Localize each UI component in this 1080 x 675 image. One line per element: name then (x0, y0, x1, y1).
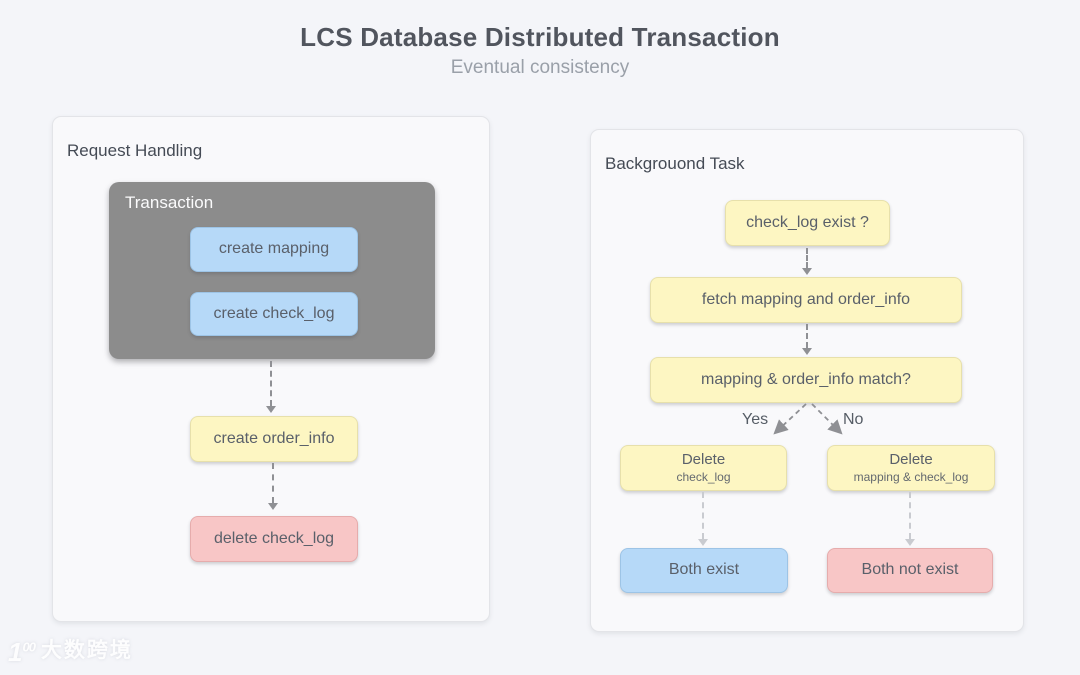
node-both-not-exist: Both not exist (827, 548, 993, 593)
delete-right-subtitle: mapping & check_log (853, 469, 969, 484)
node-fetch-mapping-order-info: fetch mapping and order_info (650, 277, 962, 323)
transaction-group-label: Transaction (125, 193, 214, 212)
page-subtitle: Eventual consistency (450, 57, 630, 78)
arrow-to-both-not-exist (909, 492, 911, 539)
watermark-100-icon: 100 (8, 636, 36, 667)
arrowhead (905, 539, 915, 546)
node-create-check-log: create check_log (190, 292, 358, 336)
node-both-exist: Both exist (620, 548, 788, 593)
delete-left-title: Delete (681, 451, 726, 469)
node-delete-check-log-branch: Delete check_log (620, 445, 787, 491)
arrowhead (268, 503, 278, 510)
page-title: LCS Database Distributed Transaction (300, 22, 780, 52)
watermark-text: 大数跨境 (40, 639, 133, 662)
arrowhead (802, 348, 812, 355)
node-delete-mapping-check-log-branch: Delete mapping & check_log (827, 445, 995, 491)
node-create-mapping: create mapping (190, 227, 358, 272)
arrow-transaction-to-order-info (270, 361, 272, 406)
no-label: No (843, 411, 864, 428)
watermark-logo: 100 大数跨境 (8, 634, 133, 667)
arrow-check-to-fetch (806, 248, 808, 268)
background-task-header: Backgrouond Task (605, 154, 745, 173)
request-handling-header: Request Handling (67, 141, 203, 160)
arrowhead (266, 406, 276, 413)
arrowhead (802, 268, 812, 275)
node-delete-check-log: delete check_log (190, 516, 358, 562)
branch-arrows (773, 403, 843, 435)
node-create-order-info: create order_info (190, 416, 358, 462)
arrow-to-both-exist (702, 492, 704, 539)
arrowhead (698, 539, 708, 546)
node-mapping-order-info-match: mapping & order_info match? (650, 357, 962, 403)
yes-label: Yes (742, 411, 769, 428)
delete-left-subtitle: check_log (676, 469, 731, 484)
node-check-log-exist: check_log exist ? (725, 200, 890, 246)
arrow-order-info-to-delete (272, 463, 274, 503)
arrow-fetch-to-match (806, 324, 808, 348)
delete-right-title: Delete (889, 451, 933, 469)
